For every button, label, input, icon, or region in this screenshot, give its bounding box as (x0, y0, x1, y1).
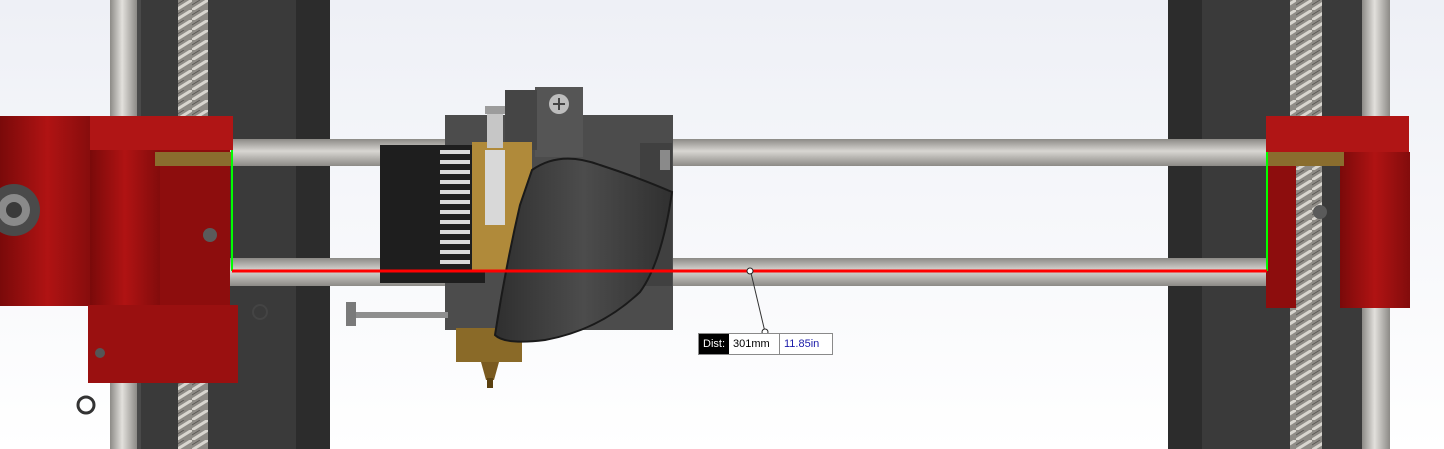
fan-duct-cover (493, 157, 674, 343)
distance-callout[interactable]: Dist: 301mm 11.85in (698, 333, 833, 355)
measure-midpoint-marker[interactable] (746, 267, 754, 275)
x-end-right (1266, 116, 1410, 308)
x-end-left (0, 116, 268, 415)
distance-label: Dist: (699, 334, 729, 354)
distance-value-mm: 301mm (729, 334, 780, 354)
extruder-carriage (346, 87, 674, 388)
distance-value-in: 11.85in (784, 338, 820, 350)
frame-column-right (1168, 0, 1363, 449)
callout-leader-line (750, 272, 766, 333)
